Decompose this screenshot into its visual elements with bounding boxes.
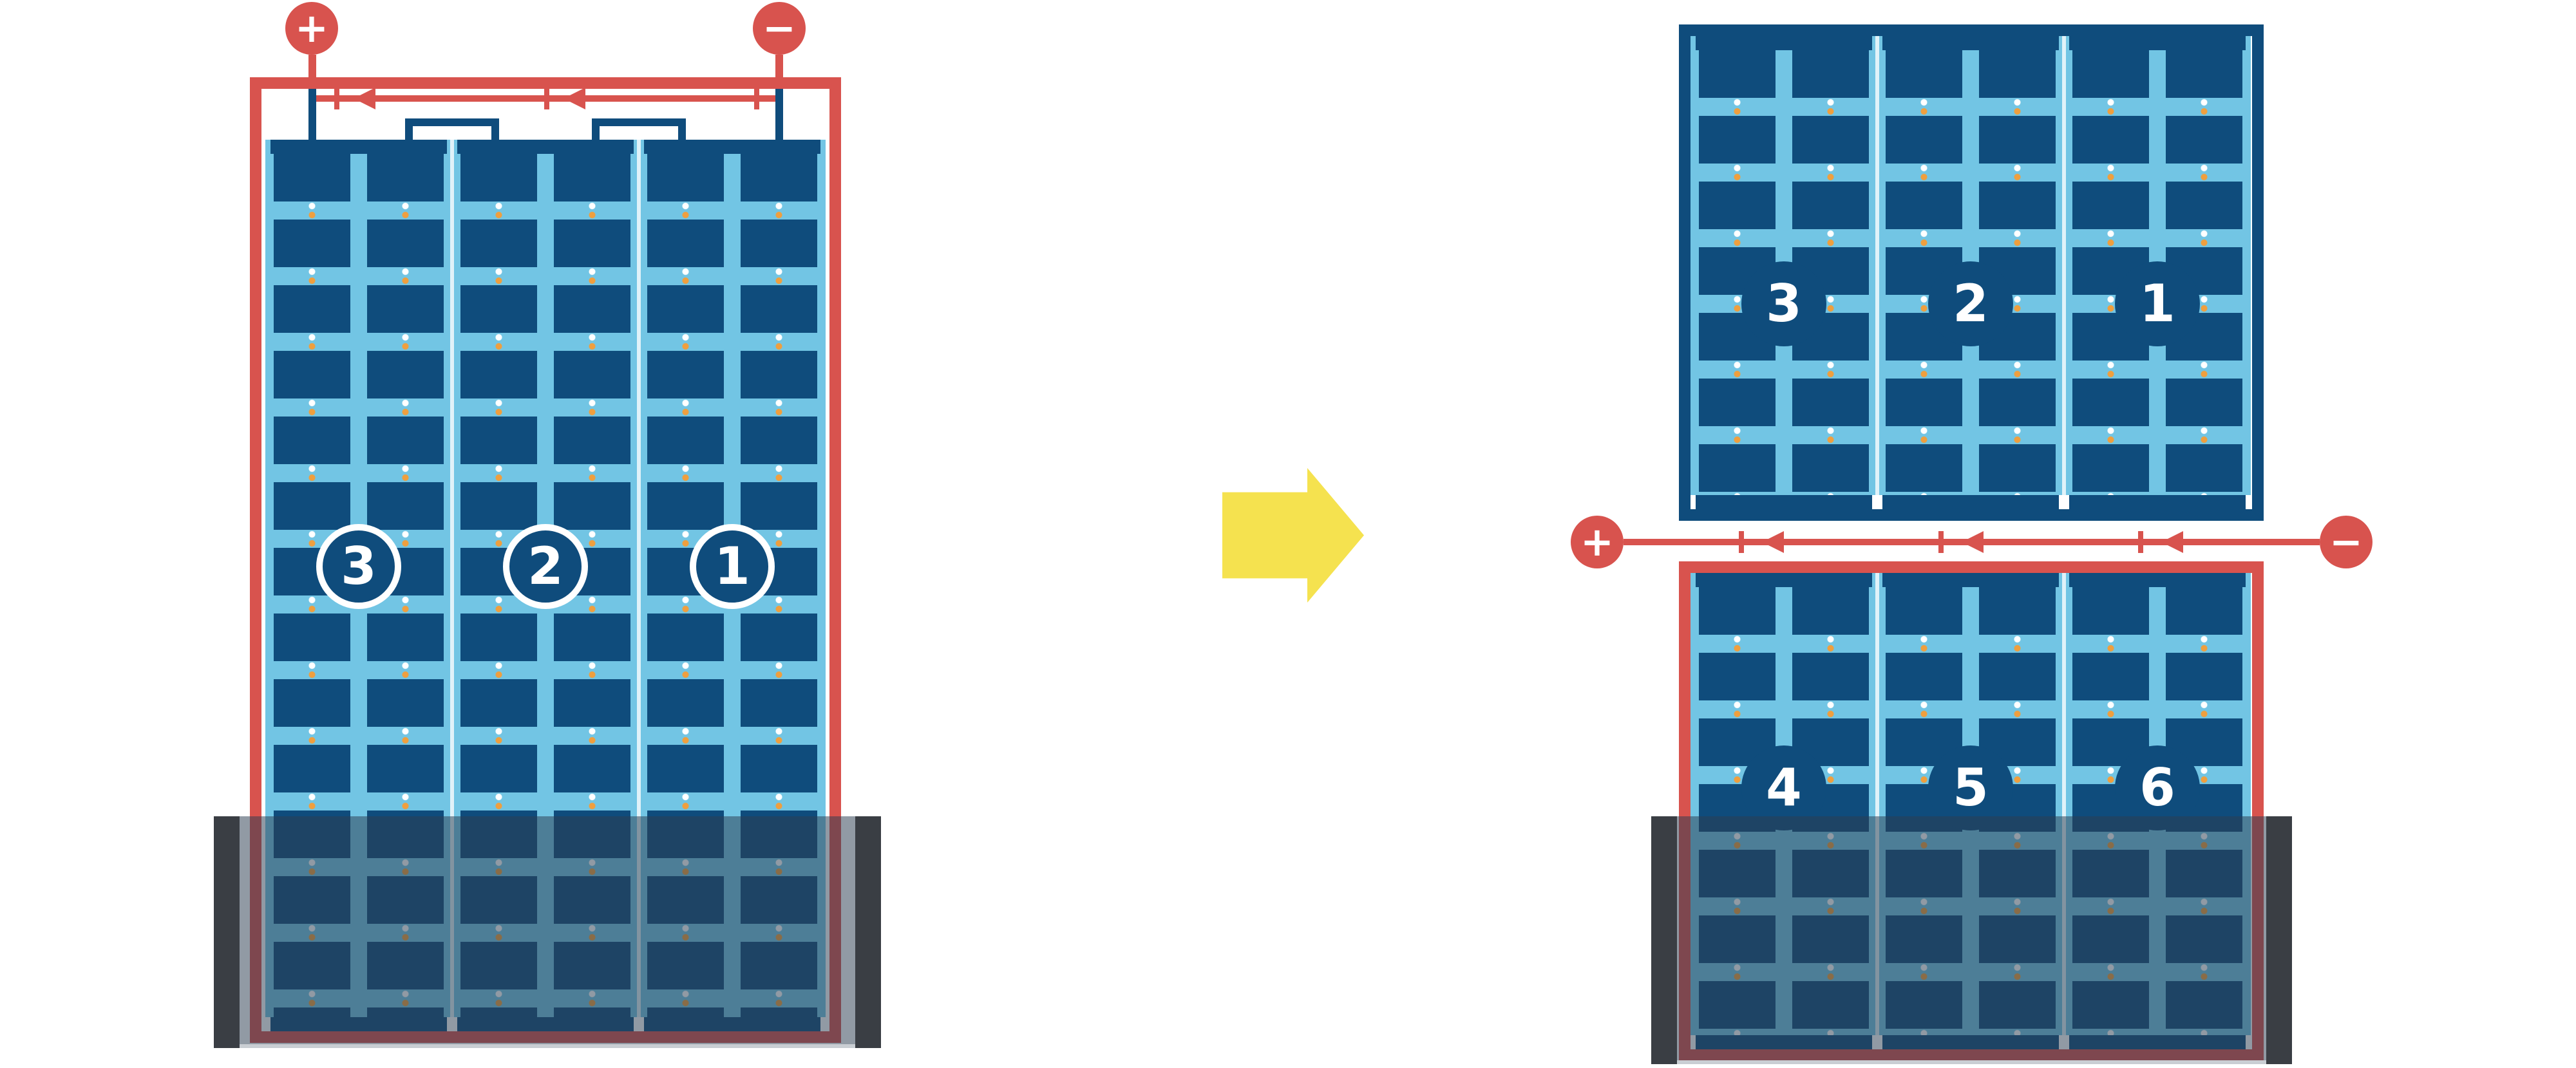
minus-terminal-wire (775, 55, 783, 92)
string-number-circle: 3 (1741, 261, 1826, 346)
shade-bar (855, 816, 881, 1048)
shade-bar (214, 816, 240, 1048)
plus-terminal: + (285, 2, 338, 55)
busbar-band (457, 140, 634, 154)
plus-terminal-wire (308, 89, 316, 154)
current-direction-arrow-icon (1962, 531, 1984, 553)
busbar-band (2069, 36, 2246, 50)
string-number-circle: 2 (503, 524, 588, 609)
string-separator (450, 140, 454, 1031)
shade-bar (1651, 816, 1677, 1064)
current-direction-arrow-icon (354, 88, 375, 109)
shade-bar (2266, 816, 2292, 1064)
string-number-circle: 3 (316, 524, 401, 609)
current-tick (1938, 531, 1944, 553)
busbar-band (1696, 36, 1872, 50)
busbar-band (1696, 495, 1872, 509)
string-number-circle: 1 (690, 524, 775, 609)
string-bridge (405, 118, 499, 140)
current-tick (334, 88, 339, 109)
minus-terminal: − (753, 2, 806, 55)
busbar-band (1696, 573, 1872, 587)
current-tick (544, 88, 549, 109)
plus-terminal: + (1571, 516, 1624, 568)
string-bridge (592, 118, 686, 140)
busbar-band (2069, 495, 2246, 509)
current-direction-arrow-icon (564, 88, 585, 109)
string-separator (1875, 573, 1879, 1049)
string-separator (2062, 573, 2066, 1049)
right-top-frame (1679, 24, 2264, 521)
string-number-circle: 2 (1928, 261, 2013, 346)
current-tick (1739, 531, 1744, 553)
string-number-circle: 1 (2115, 261, 2200, 346)
busbar-band (2069, 573, 2246, 587)
shade-overlay (1651, 816, 2292, 1064)
plus-terminal-wire (308, 55, 316, 92)
transform-arrow-icon (1222, 468, 1364, 603)
busbar-band (1882, 573, 2059, 587)
current-tick (2138, 531, 2143, 553)
string-separator (2062, 36, 2066, 509)
string-separator (637, 140, 641, 1031)
busbar-band (1882, 36, 2059, 50)
current-tick (754, 88, 759, 109)
shade-overlay (214, 816, 881, 1048)
minus-terminal-wire (775, 89, 783, 154)
current-direction-arrow-icon (1762, 531, 1784, 553)
string-separator (1875, 36, 1879, 509)
busbar-band (1882, 495, 2059, 509)
minus-terminal: − (2320, 516, 2372, 568)
current-direction-arrow-icon (2161, 531, 2183, 553)
